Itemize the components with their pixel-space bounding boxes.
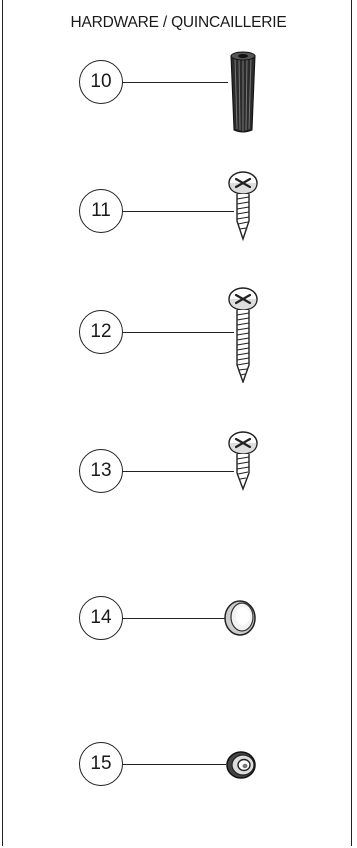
- cap-icon: [224, 600, 256, 636]
- part-number-badge: 14: [79, 596, 123, 640]
- leader-line: [122, 211, 234, 213]
- page-title: HARDWARE / QUINCAILLERIE: [70, 14, 287, 31]
- part-row-12: 12: [0, 285, 357, 385]
- leader-line: [122, 332, 234, 334]
- part-number-badge: 10: [79, 60, 123, 104]
- part-row-14: 14: [0, 590, 357, 690]
- part-number-badge: 11: [79, 189, 123, 233]
- part-number-badge: 15: [79, 742, 123, 786]
- leader-line: [122, 764, 226, 766]
- part-row-15: 15: [0, 725, 357, 825]
- washer-icon: [226, 751, 256, 779]
- long-screw-icon: [228, 287, 258, 383]
- part-number-badge: 12: [79, 310, 123, 354]
- part-row-11: 11: [0, 165, 357, 265]
- leader-line: [122, 471, 234, 473]
- part-row-13: 13: [0, 425, 357, 525]
- short-screw-icon: [228, 171, 258, 242]
- part-number-badge: 13: [79, 449, 123, 493]
- leader-line: [122, 618, 226, 620]
- hardware-panel: [2, 0, 352, 846]
- leader-line: [122, 82, 228, 84]
- part-row-10: 10: [0, 50, 357, 150]
- small-screw-icon: [228, 431, 258, 491]
- wall-anchor-icon: [230, 51, 256, 133]
